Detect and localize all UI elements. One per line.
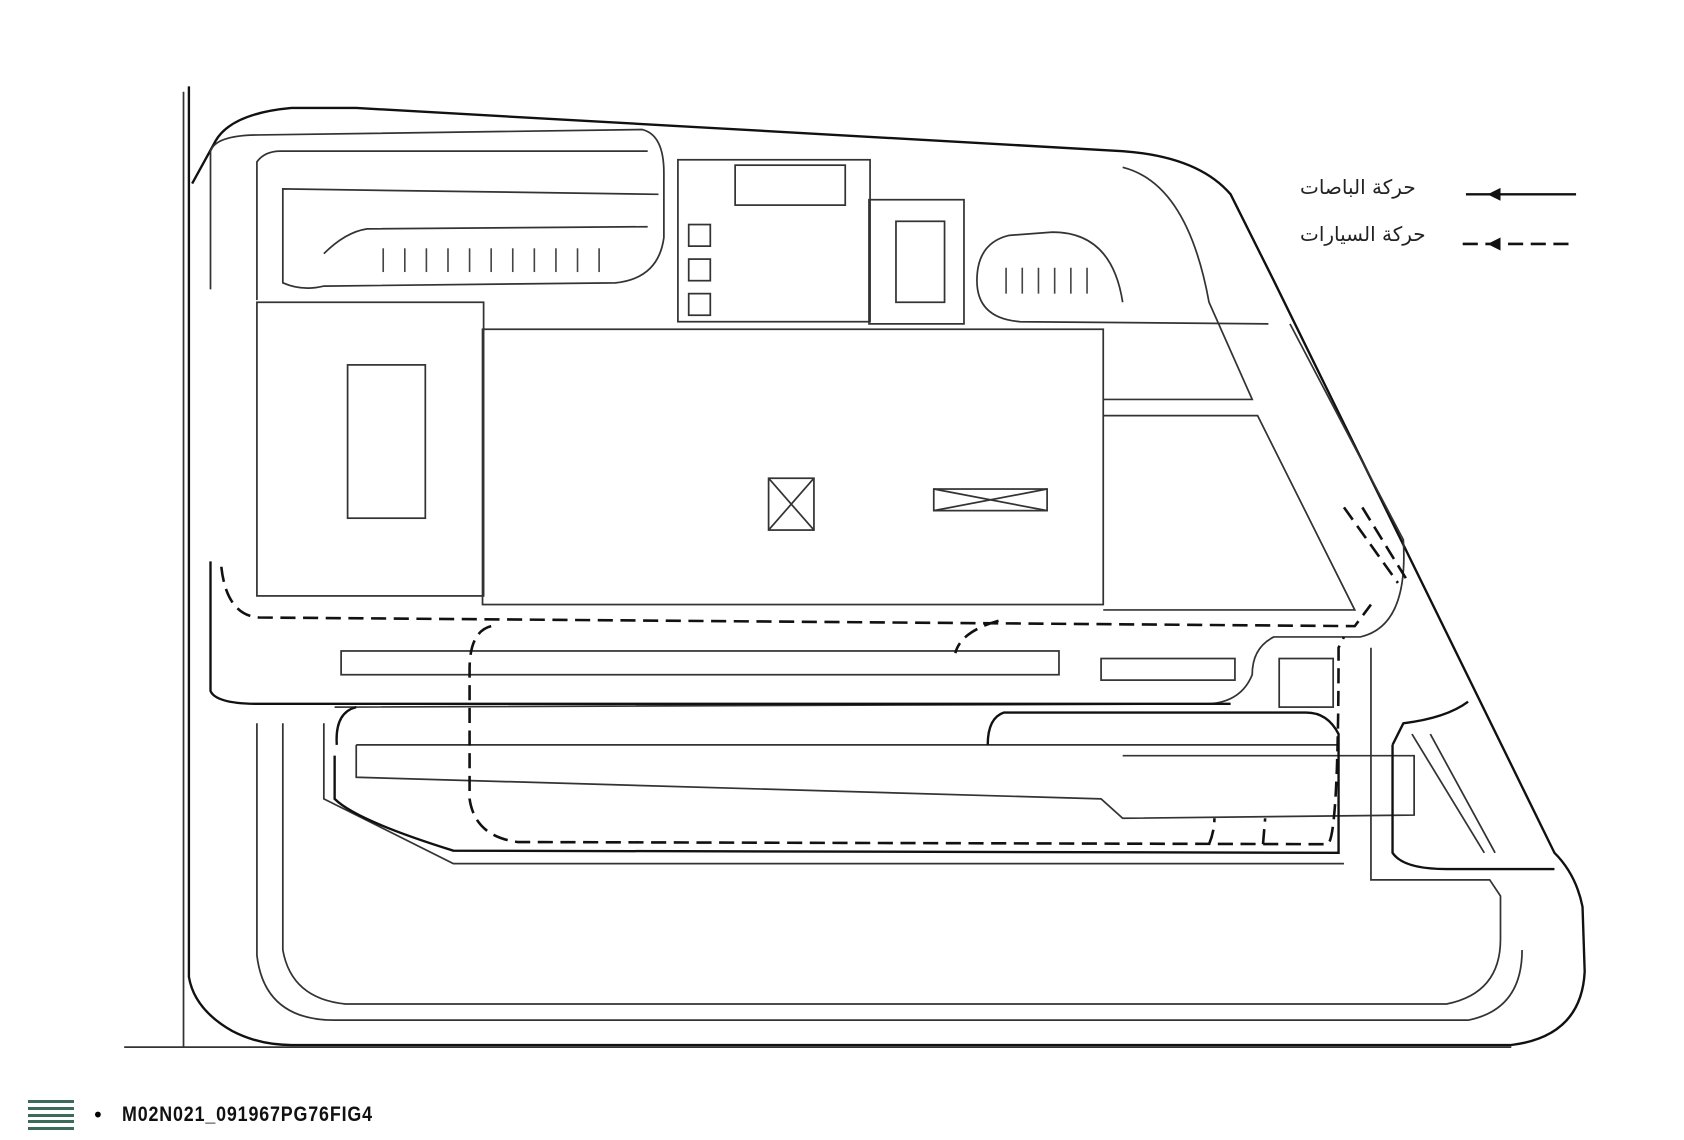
main-building: [481, 328, 1105, 606]
legend-car-label: حركة السيارات: [1300, 222, 1426, 246]
strip: [1100, 657, 1236, 681]
cross-box: [932, 488, 1048, 512]
car-route-ne: [1342, 506, 1410, 584]
figure-id: M02N021_091967PG76FIG4: [121, 1103, 373, 1126]
south-road-outer: [256, 723, 1523, 1022]
east-road: [1103, 166, 1357, 611]
parking-north: [323, 225, 648, 255]
west-building: [256, 301, 485, 597]
west-boundary: [124, 91, 1512, 1049]
cross-box: [767, 477, 815, 531]
car-route-loop: [468, 624, 1346, 846]
kiosk: [687, 258, 712, 282]
bus-route-south: [209, 561, 1231, 706]
bus-route-inner-loop: [333, 705, 1340, 855]
south-building: [355, 744, 1415, 820]
caption: • M02N021_091967PG76FIG4: [28, 1100, 417, 1130]
north-court: [677, 158, 871, 323]
ne-inner: [895, 220, 946, 304]
inner-road-north: [209, 128, 665, 290]
car-route-branch: [954, 619, 1267, 845]
legend-arrow-icon: [1487, 187, 1501, 201]
ne-block: [868, 198, 965, 325]
north-block: [734, 164, 847, 206]
legend-arrow-icon: [1487, 237, 1501, 251]
parking-stalls-north: [382, 248, 600, 273]
strip: [340, 650, 1060, 676]
east-parking: [976, 231, 1269, 325]
se-ramp: [1411, 733, 1496, 854]
kiosk: [687, 223, 712, 247]
bus-route-se: [1391, 700, 1555, 871]
outer-bus-route: [187, 86, 1586, 1047]
kiosk: [687, 292, 712, 317]
inner-road-north-2: [256, 150, 648, 301]
east-lane: [334, 323, 1405, 708]
parking-stalls-east: [1005, 267, 1088, 294]
legend-bus-label: حركة الباصات: [1300, 175, 1416, 199]
west-block: [346, 364, 427, 520]
publisher-logo-icon: [28, 1100, 74, 1130]
south-road-inner: [281, 647, 1502, 1005]
caption-bullet: •: [92, 1103, 104, 1127]
strip: [1278, 657, 1335, 708]
car-route-main: [220, 566, 1372, 628]
